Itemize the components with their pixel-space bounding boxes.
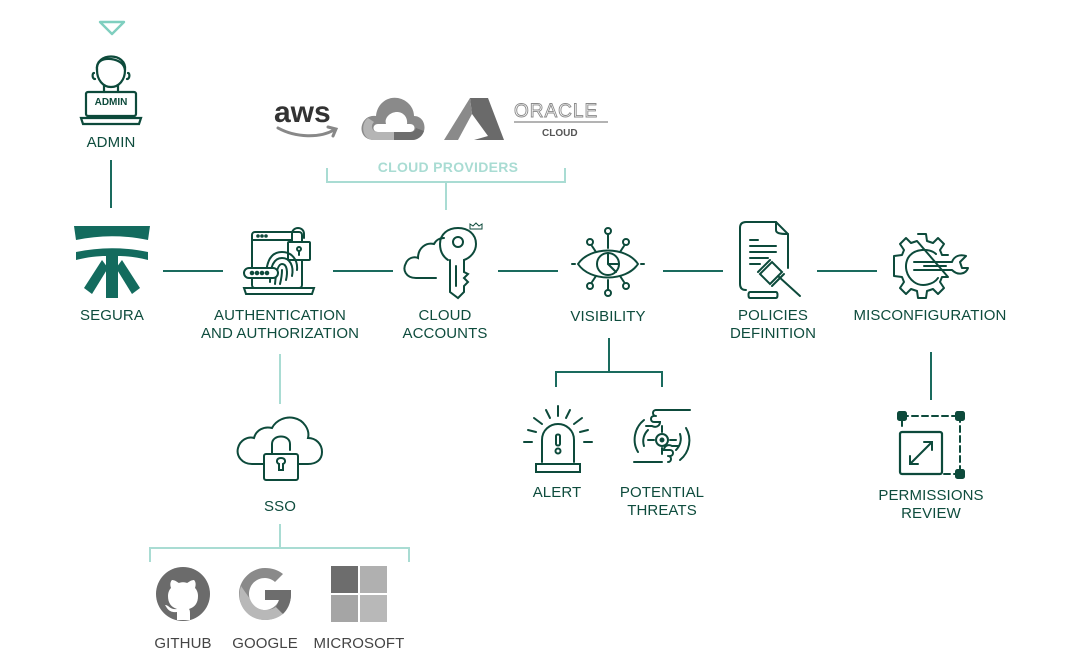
svg-text:CLOUD: CLOUD xyxy=(542,128,578,139)
connector-auth-sso xyxy=(279,354,281,404)
visibility-bracket-right xyxy=(661,371,663,387)
connector-auth-cloud xyxy=(333,270,393,272)
visibility-bracket-bottom xyxy=(555,371,663,373)
threats-label: POTENTIAL THREATS xyxy=(619,484,705,519)
admin-laptop-icon: ADMIN xyxy=(78,40,144,128)
connector-cloud-visibility xyxy=(498,270,558,272)
google-label: GOOGLE xyxy=(232,635,298,652)
gear-wrench-icon xyxy=(890,232,970,300)
document-gavel-icon xyxy=(736,220,808,302)
connector-visibility-down xyxy=(608,338,610,372)
admin-screen-text: ADMIN xyxy=(94,97,128,108)
siren-alert-icon xyxy=(522,404,594,476)
sso-connector xyxy=(279,524,281,548)
cloud-key-icon xyxy=(402,220,492,304)
misconfig-label: MISCONFIGURATION xyxy=(853,307,1007,324)
sso-bracket-bottom xyxy=(149,547,410,549)
connector-visibility-policies xyxy=(663,270,723,272)
cloud-padlock-icon xyxy=(236,414,326,494)
admin-label: ADMIN xyxy=(86,134,136,151)
connector-segura-auth xyxy=(163,270,223,272)
sso-label: SSO xyxy=(264,498,296,515)
svg-text:ORACLE: ORACLE xyxy=(514,101,598,122)
alert-label: ALERT xyxy=(532,484,582,501)
resize-square-icon xyxy=(894,410,966,482)
aws-logo: aws xyxy=(272,94,342,140)
cloud-providers-bracket-right xyxy=(564,168,566,183)
azure-logo xyxy=(444,96,504,142)
cloud-accounts-label: CLOUD ACCOUNTS xyxy=(402,307,488,342)
hands-target-icon xyxy=(626,404,698,476)
visibility-label: VISIBILITY xyxy=(570,308,646,325)
cloud-providers-connector xyxy=(445,182,447,210)
google-cloud-logo xyxy=(360,94,426,144)
github-label: GITHUB xyxy=(154,635,212,652)
permissions-label: PERMISSIONS REVIEW xyxy=(878,487,984,522)
sso-bracket-left xyxy=(149,547,151,562)
microsoft-logo[interactable] xyxy=(331,566,387,622)
auth-label: AUTHENTICATION AND AUTHORIZATION xyxy=(200,307,360,342)
fingerprint-laptop-lock-icon xyxy=(242,226,318,298)
segura-logo xyxy=(74,226,150,298)
segura-label: SEGURA xyxy=(80,307,144,324)
svg-text:aws: aws xyxy=(274,96,331,129)
eye-network-icon xyxy=(570,226,646,298)
microsoft-label: MICROSOFT xyxy=(313,635,405,652)
cloud-providers-bracket-left xyxy=(326,168,328,183)
sso-bracket-right xyxy=(408,547,410,562)
connector-misconfig-permissions xyxy=(930,352,932,400)
oracle-cloud-logo: ORACLE CLOUD xyxy=(514,100,610,140)
github-logo[interactable] xyxy=(155,566,211,622)
cloud-providers-label: CLOUD PROVIDERS xyxy=(377,159,519,175)
connector-policies-misconfig xyxy=(817,270,877,272)
visibility-bracket-left xyxy=(555,371,557,387)
down-triangle-marker-icon xyxy=(98,20,126,36)
policies-label: POLICIES DEFINITION xyxy=(730,307,816,342)
google-logo[interactable] xyxy=(237,566,293,622)
admin-connector xyxy=(110,160,112,208)
